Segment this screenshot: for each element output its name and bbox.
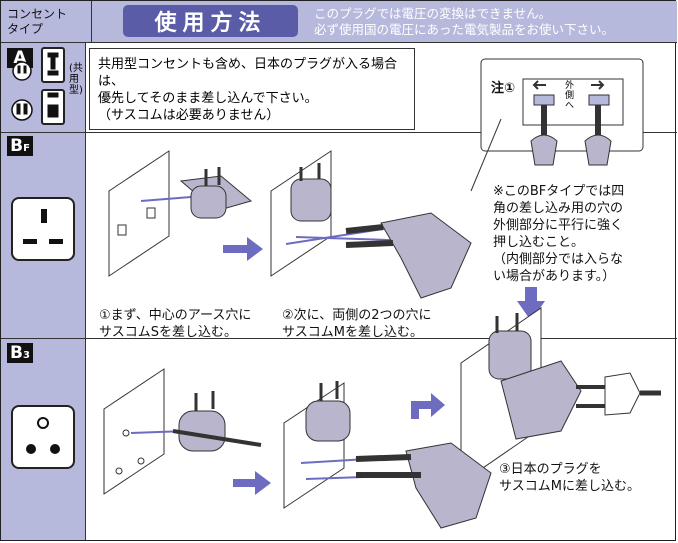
step2-text: ②次に、両側の2つの穴に サスコムMを差し込む。	[282, 307, 462, 341]
outlet-a-detail-icon	[11, 52, 59, 121]
outlet-b3-icon	[11, 405, 75, 469]
header-bar: コンセント タイプ 使用方法 このプラグでは電圧の変換はできません。 必ず使用国…	[1, 1, 677, 43]
section-label-b3-main: B	[10, 343, 23, 363]
bf-note-line5: （内側部分では入らな	[493, 252, 624, 267]
outlet-bf-icon	[11, 197, 75, 261]
voltage-warning: このプラグでは電圧の変換はできません。 必ず使用国の電圧にあった電気製品をお使い…	[314, 6, 674, 38]
step-arrow-1	[223, 237, 263, 261]
bf-note-line2: 角の差し込み用の穴の	[493, 201, 624, 216]
page-title: 使用方法	[123, 5, 298, 37]
outlet-type-label-2: タイプ	[7, 21, 44, 36]
outlet-b3-holes	[26, 417, 60, 454]
note1-label: 注①	[491, 81, 516, 96]
outlet-bf-holes	[23, 209, 63, 244]
info-box: 共用型コンセントも含め、日本のプラグが入る場合は、 優先してそのまま差し込んで下…	[89, 48, 415, 130]
bf-sascom-m	[380, 212, 472, 299]
step-arrow-2	[233, 471, 271, 495]
bf-note-line1: ※このBFタイプでは四	[493, 184, 625, 199]
section-label-bf-sub: F	[23, 143, 30, 154]
outlet-type-label-1: コンセント	[7, 6, 68, 21]
bf-note-line4: 押し込むこと。	[493, 235, 585, 250]
voltage-warning-line2: 必ず使用国の電圧にあった電気製品をお使い下さい。	[314, 22, 615, 37]
section-divider-bf	[1, 338, 677, 339]
bf-note: ※このBFタイプでは四 角の差し込み用の穴の 外側部分に平行に強く 押し込むこと…	[493, 183, 671, 285]
step3-text: ③日本のプラグを サスコムMに差し込む。	[499, 461, 671, 495]
b3-sascom-m	[405, 442, 492, 529]
voltage-warning-line1: このプラグでは電圧の変換はできません。	[314, 6, 552, 21]
step3-line1: ③日本のプラグを	[499, 462, 602, 477]
section-label-b3-sub: 3	[23, 350, 30, 361]
step-arrow-corner	[411, 393, 445, 419]
bf-wall-1	[108, 150, 170, 277]
step-arrow-down	[517, 287, 545, 321]
section-label-bf-main: B	[10, 136, 24, 156]
step3-line2: サスコムMに差し込む。	[499, 479, 640, 494]
info-line3: （サスコムは必要ありません）	[98, 108, 280, 123]
step1-text: ①まず、中心のアース穴に サスコムSを差し込む。	[99, 307, 277, 341]
shared-type-text: (共用型)	[69, 63, 83, 96]
note1-outside-text: 外側へ	[565, 81, 575, 111]
step1-line1: ①まず、中心のアース穴に	[99, 308, 252, 323]
step1-line2: サスコムSを差し込む。	[99, 325, 237, 340]
section-divider-a	[1, 132, 677, 133]
outlet-type-header: コンセント タイプ	[1, 1, 92, 42]
b3-wall-1	[103, 368, 165, 495]
b3-sascom-s	[178, 410, 226, 452]
bf-note-line6: い場合があります。）	[493, 269, 616, 284]
info-line2: 優先してそのまま差し込んで下さい。	[98, 91, 318, 106]
step2-line2: サスコムMを差し込む。	[282, 325, 423, 340]
bf-note-line3: 外側部分に平行に強く	[493, 218, 624, 233]
step2-line1: ②次に、両側の2つの穴に	[282, 308, 432, 323]
info-line1: 共用型コンセントも含め、日本のプラグが入る場合は、	[98, 57, 398, 89]
